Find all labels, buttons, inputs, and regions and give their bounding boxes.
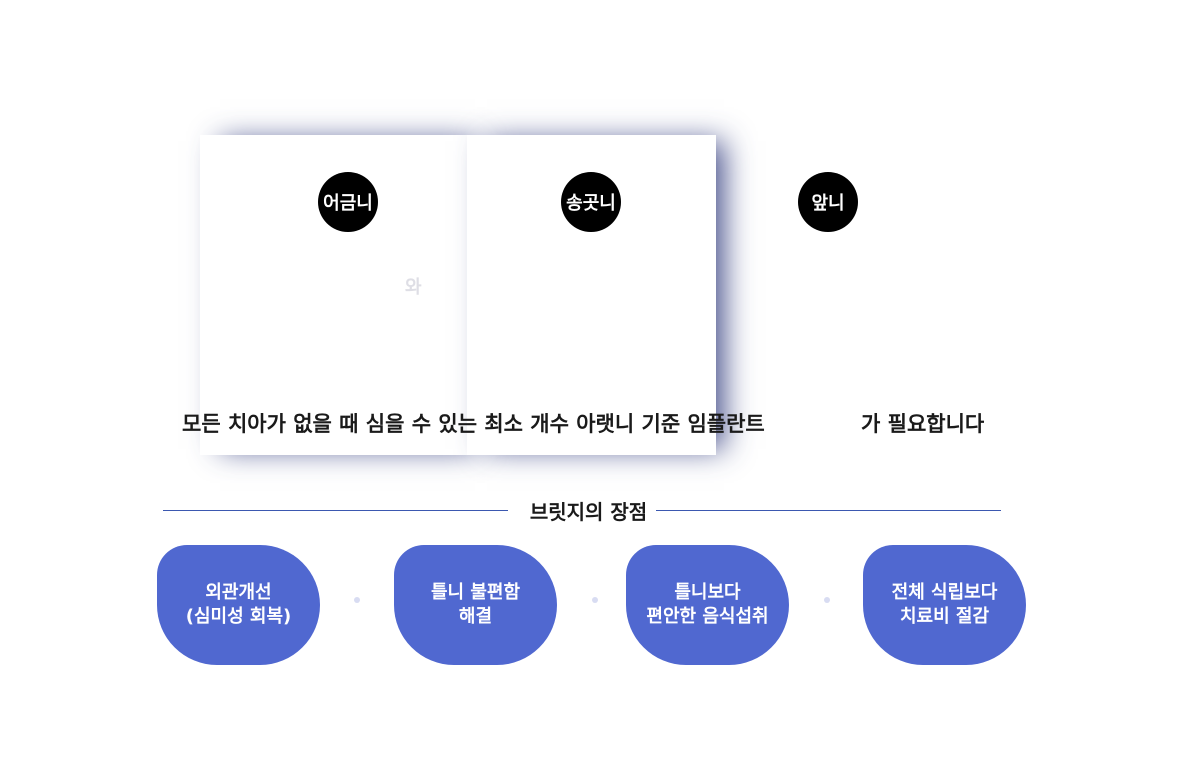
badge-front: 앞니 — [798, 172, 858, 232]
separator-dot — [592, 597, 598, 603]
benefit-card-appearance: 외관개선 (심미성 회복) — [157, 545, 320, 665]
benefit-card-denture-discomfort: 틀니 불편함 해결 — [394, 545, 557, 665]
badge-molar: 어금니 — [318, 172, 378, 232]
badge-canine: 송곳니 — [561, 172, 621, 232]
benefit-card-label: 전체 식립보다 치료비 절감 — [891, 582, 998, 627]
caption-main: 모든 치아가 없을 때 심을 수 있는 최소 개수 아랫니 기준 임플란트 — [182, 412, 765, 436]
section-rule-left — [163, 510, 508, 511]
separator-dot — [824, 597, 830, 603]
benefit-card-label: 틀니보다 편안한 음식섭취 — [646, 582, 769, 627]
benefit-card-cost: 전체 식립보다 치료비 절감 — [863, 545, 1026, 665]
caption-suffix: 가 필요합니다 — [861, 412, 985, 436]
badge-front-label: 앞니 — [811, 193, 845, 214]
benefit-card-label: 외관개선 (심미성 회복) — [185, 582, 292, 627]
benefit-card-label: 틀니 불편함 해결 — [430, 582, 521, 627]
separator-dot — [354, 597, 360, 603]
faint-text: 와 — [405, 277, 422, 298]
section-rule-right — [656, 510, 1001, 511]
section-title: 브릿지의 장점 — [529, 500, 648, 524]
benefit-card-eating: 틀니보다 편안한 음식섭취 — [626, 545, 789, 665]
badge-canine-label: 송곳니 — [566, 193, 616, 214]
badge-molar-label: 어금니 — [323, 193, 373, 214]
